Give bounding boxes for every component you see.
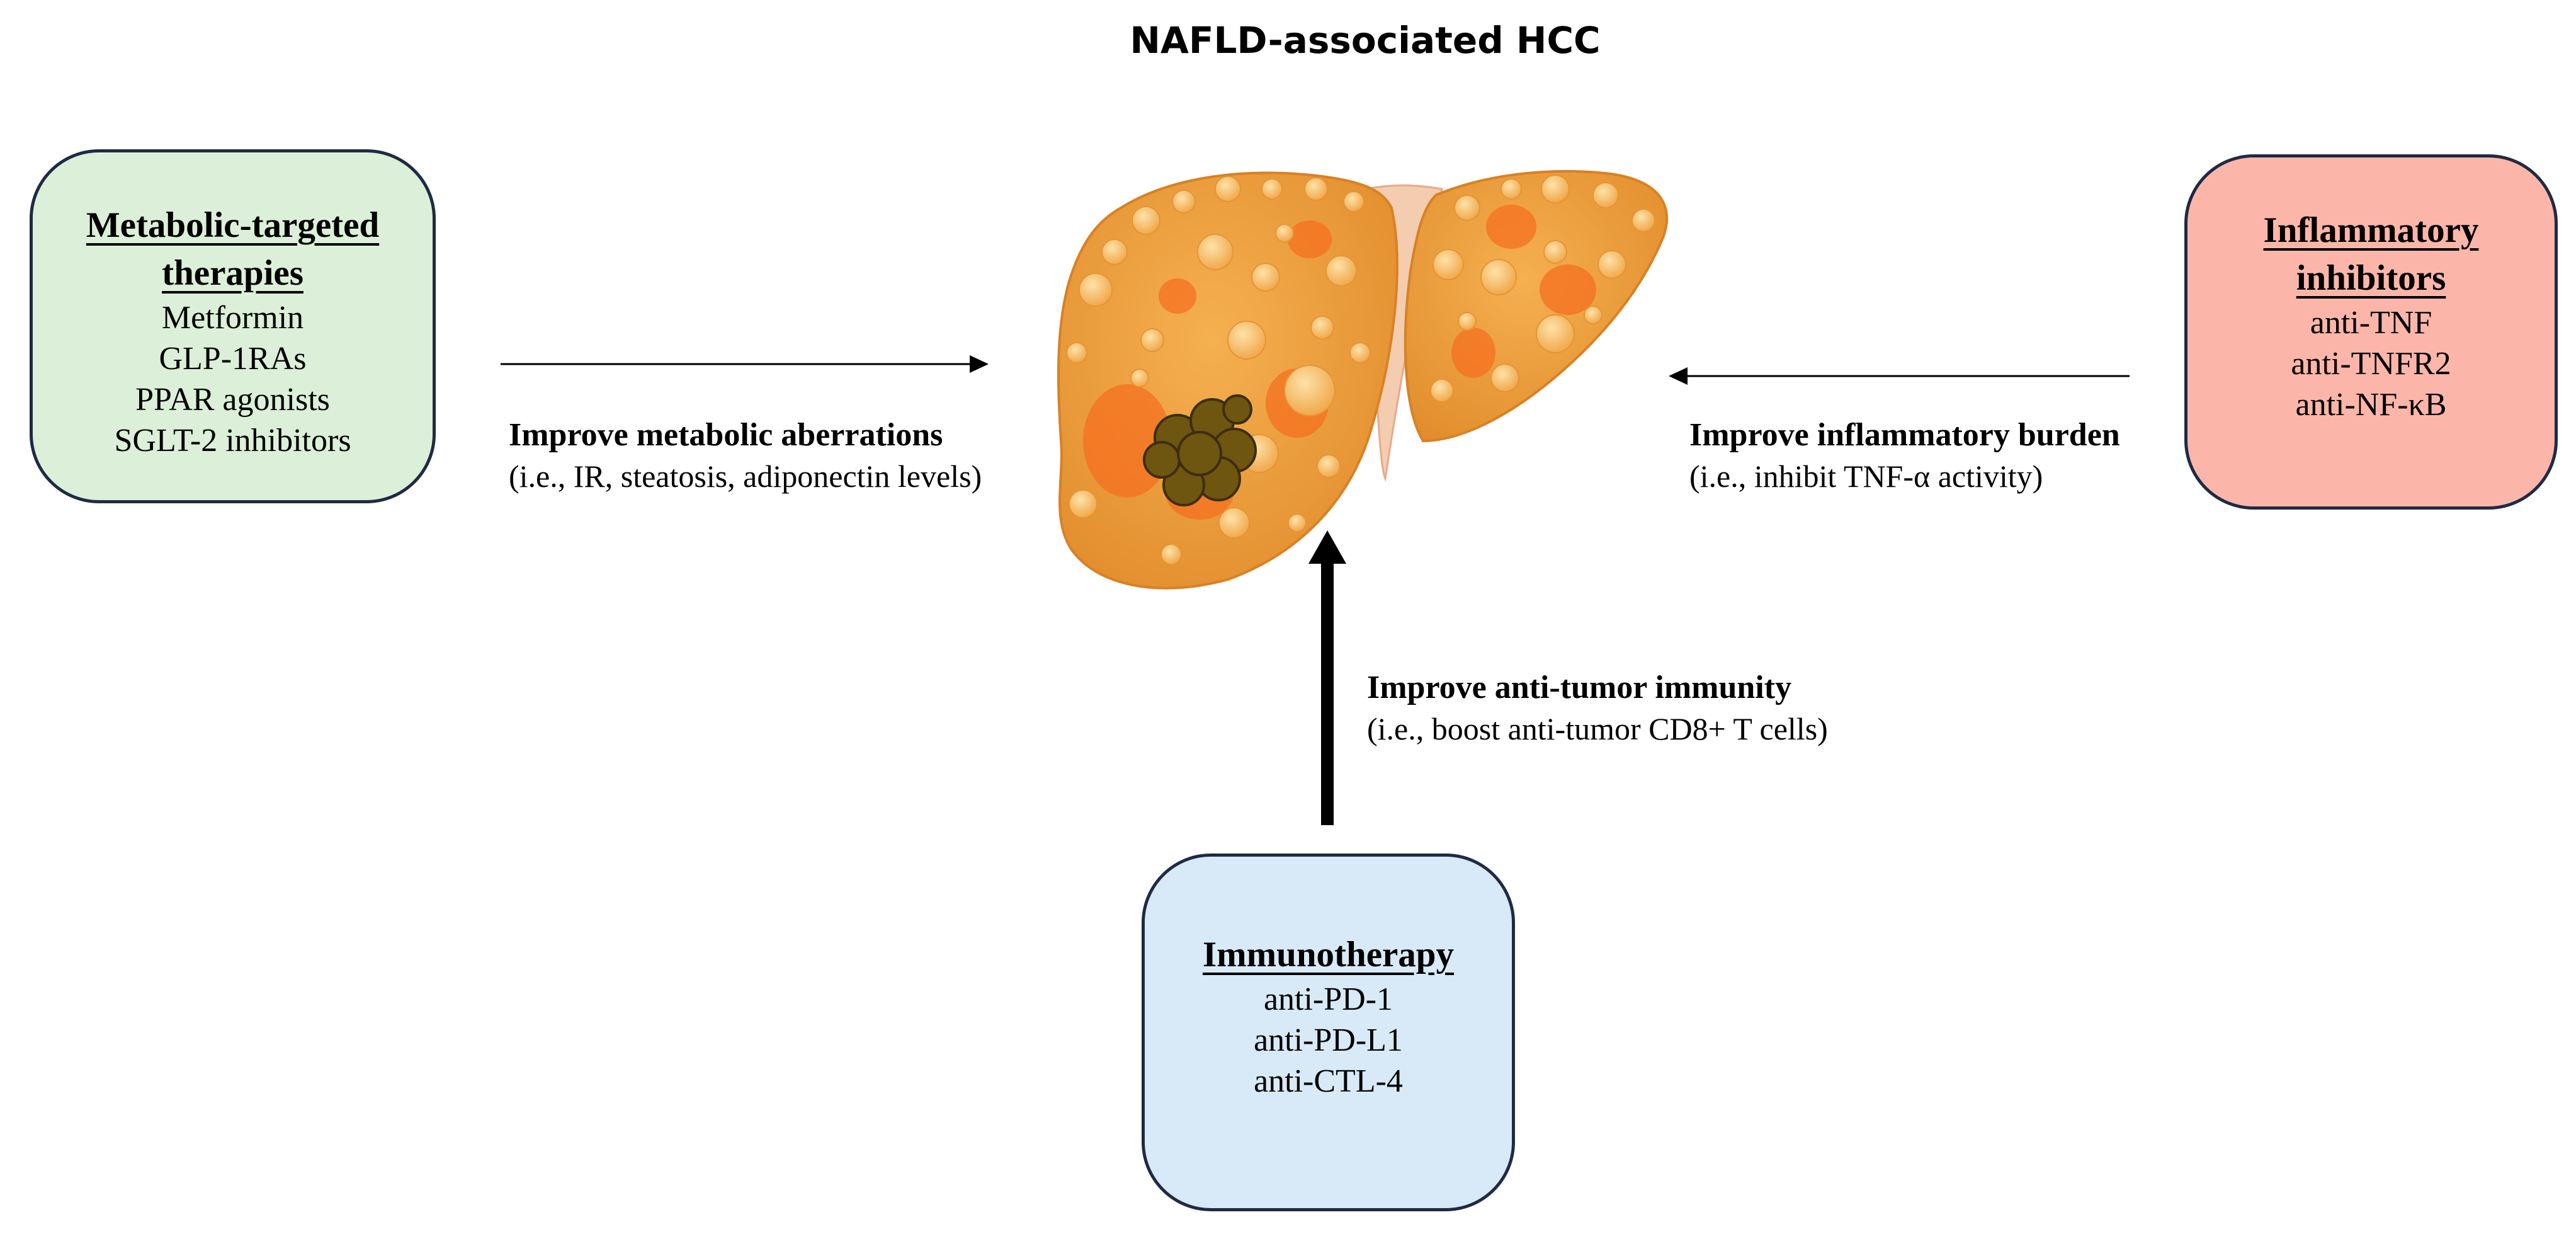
immuno-caption-sub: (i.e., boost anti-tumor CD8+ T cells) bbox=[1367, 711, 1828, 746]
inflammatory-caption-sub: (i.e., inhibit TNF-α activity) bbox=[1689, 459, 2043, 494]
metabolic-box-title-line2: therapies bbox=[162, 253, 304, 293]
inflammatory-item: anti-TNFR2 bbox=[2291, 346, 2451, 382]
immuno-item: anti-PD-L1 bbox=[1254, 1022, 1403, 1058]
metabolic-caption-title: Improve metabolic aberrations bbox=[509, 417, 943, 453]
inflammatory-box-title-line1: Inflammatory bbox=[2263, 210, 2479, 250]
immuno-item: anti-PD-1 bbox=[1263, 981, 1393, 1017]
inflammatory-inhibitors-box: Inflammatory inhibitors anti-TNF anti-TN… bbox=[2184, 154, 2558, 510]
diagram-title: NAFLD-associated HCC bbox=[1130, 19, 1601, 62]
inflammatory-item: anti-TNF bbox=[2310, 305, 2432, 341]
liver-illustration bbox=[1057, 169, 1669, 590]
metabolic-item: SGLT-2 inhibitors bbox=[114, 423, 351, 459]
inflammatory-item: anti-NF-κB bbox=[2295, 387, 2447, 423]
metabolic-caption: Improve metabolic aberrations (i.e., IR,… bbox=[509, 414, 982, 496]
metabolic-box-title-line1: Metabolic-targeted bbox=[86, 205, 380, 245]
immuno-item: anti-CTL-4 bbox=[1254, 1063, 1403, 1099]
metabolic-item: PPAR agonists bbox=[135, 382, 330, 418]
tumor-cluster bbox=[1143, 394, 1257, 506]
immunotherapy-box: Immunotherapy anti-PD-1 anti-PD-L1 anti-… bbox=[1142, 854, 1515, 1211]
arrow-immuno bbox=[1308, 530, 1346, 825]
inflammatory-caption: Improve inflammatory burden (i.e., inhib… bbox=[1689, 414, 2120, 496]
inflammatory-box-title-line2: inhibitors bbox=[2296, 258, 2446, 298]
immuno-box-title: Immunotherapy bbox=[1202, 935, 1455, 974]
metabolic-caption-sub: (i.e., IR, steatosis, adiponectin levels… bbox=[509, 459, 982, 494]
arrow-inflammatory bbox=[1669, 367, 2130, 385]
inflammatory-caption-title: Improve inflammatory burden bbox=[1689, 417, 2120, 453]
metabolic-item: Metformin bbox=[161, 300, 304, 336]
immuno-caption-title: Improve anti-tumor immunity bbox=[1367, 670, 1792, 705]
liver-fat-droplets bbox=[1066, 174, 1655, 565]
metabolic-item: GLP-1RAs bbox=[159, 341, 307, 377]
metabolic-therapies-box: Metabolic-targeted therapies Metformin G… bbox=[30, 149, 436, 503]
immuno-caption: Improve anti-tumor immunity (i.e., boost… bbox=[1367, 667, 1828, 749]
arrow-metabolic bbox=[501, 355, 989, 373]
